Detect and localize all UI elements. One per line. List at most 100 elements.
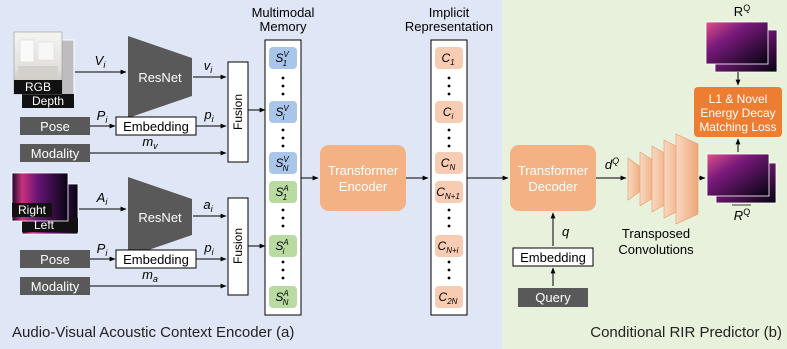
implicit-cell: Ci (435, 101, 463, 123)
implicit-ellipsis-dot (447, 268, 451, 272)
memory-cell-sub: N (283, 164, 289, 173)
memory-cell-sub: 1 (283, 59, 287, 68)
implicit-cell-bg (435, 286, 463, 308)
memory-cell-sub: N (283, 298, 289, 307)
visual-fusion-label: Fusion (231, 94, 245, 130)
depth-label: Depth (32, 94, 64, 108)
implicit-ellipsis-dot (447, 136, 451, 140)
transformer-encoder-line1: Transformer (328, 163, 399, 178)
implicit-cell-symbol: C (441, 51, 450, 65)
memory-cell-bg (269, 286, 297, 308)
rgb-label: RGB (25, 80, 51, 94)
audio-embedding-label: Embedding (123, 252, 189, 267)
implicit-cell-symbol: C (443, 105, 452, 119)
audio-pose-symbol: Pi (97, 241, 109, 258)
transformer-decoder (510, 145, 596, 211)
implicit-header-line1: Implicit (429, 5, 470, 20)
memory-cell-bg (269, 235, 297, 257)
implicit-header-line2: Representation (405, 19, 493, 34)
memory-ellipsis-dot (281, 136, 285, 140)
memory-cell-bg (269, 181, 297, 203)
memory-ellipsis-dot (281, 224, 285, 228)
memory-ellipsis-dot (281, 92, 285, 96)
query-symbol: q (562, 224, 570, 239)
memory-ellipsis-dot (281, 260, 285, 264)
implicit-ellipsis-dot (447, 208, 451, 212)
visual-feature-symbol: vi (204, 58, 214, 75)
transformer-decoder-line1: Transformer (518, 163, 589, 178)
implicit-cell-label: C2N (439, 290, 458, 306)
rgb-image: RGB (13, 31, 63, 95)
query-embedding-box (512, 247, 594, 267)
implicit-ellipsis-dot (447, 92, 451, 96)
memory-cell-sup: V (283, 50, 289, 59)
implicit-cell-bg (435, 101, 463, 123)
memory-cell-sup: V (283, 104, 289, 113)
transformer-encoder-line2: Encoder (339, 179, 388, 194)
right-spectrogram: Right (11, 172, 69, 222)
memory-ellipsis-dot (281, 208, 285, 212)
audio-input-symbol: Ai (96, 190, 109, 207)
implicit-cell-bg (435, 181, 463, 203)
memory-cell-sup: V (283, 155, 289, 164)
memory-column (264, 39, 302, 316)
memory-cell-symbol: S (275, 185, 283, 199)
memory-ellipsis-dot (281, 84, 285, 88)
encoder-panel (0, 0, 502, 349)
memory-cell-sup: A (282, 289, 288, 298)
audio-pose-feature-symbol: pi (203, 240, 214, 257)
memory-cell-sub: i (283, 113, 285, 122)
visual-embedding-label: Embedding (123, 119, 189, 134)
implicit-cell: CN+1 (435, 181, 463, 203)
ground-truth-rir-label: RQ (734, 3, 750, 19)
visual-pose-label: Pose (40, 119, 70, 134)
implicit-cell-bg (435, 235, 463, 257)
visual-resnet-block (128, 36, 192, 118)
implicit-cell-sub: 1 (450, 58, 454, 67)
visual-resnet-label: ResNet (138, 70, 182, 85)
visual-modality-label: Modality (31, 146, 80, 161)
implicit-cell: CN+i (435, 235, 463, 257)
implicit-column (430, 39, 468, 316)
memory-cell-symbol: S (275, 239, 283, 253)
audio-resnet-block (128, 177, 192, 257)
loss-box (694, 87, 782, 137)
implicit-cell: CN (435, 152, 463, 174)
implicit-cell-sub: N+1 (445, 192, 460, 201)
visual-pose-symbol: Pi (97, 108, 109, 125)
decoder-output-symbol: dQ (605, 156, 619, 172)
transposed-label-line2: Convolutions (618, 242, 694, 257)
memory-ellipsis-dot (281, 268, 285, 272)
implicit-ellipsis-dot (447, 260, 451, 264)
query-box (518, 288, 588, 307)
visual-modality-symbol: mv (142, 134, 158, 151)
left-spectrogram-label: Left (34, 218, 55, 232)
implicit-cell-symbol: C (438, 239, 447, 253)
visual-fusion-box (227, 61, 249, 163)
memory-cell-symbol: S (275, 290, 283, 304)
visual-input-symbol: Vi (95, 53, 107, 70)
memory-ellipsis-dot (281, 216, 285, 220)
audio-resnet-label: ResNet (138, 210, 182, 225)
implicit-cell-sub: N (449, 163, 455, 172)
right-spectrogram-label: Right (18, 203, 47, 217)
memory-ellipsis-dot (281, 76, 285, 80)
encoder-panel-title: Audio-Visual Acoustic Context Encoder (a… (12, 324, 294, 341)
audio-modality-symbol: ma (142, 267, 158, 284)
memory-cell-bg (269, 152, 297, 174)
memory-cell-sub: 1 (283, 193, 287, 202)
audio-pose-label: Pose (40, 252, 70, 267)
implicit-ellipsis-dot (447, 224, 451, 228)
implicit-cell-label: CN (441, 156, 456, 172)
